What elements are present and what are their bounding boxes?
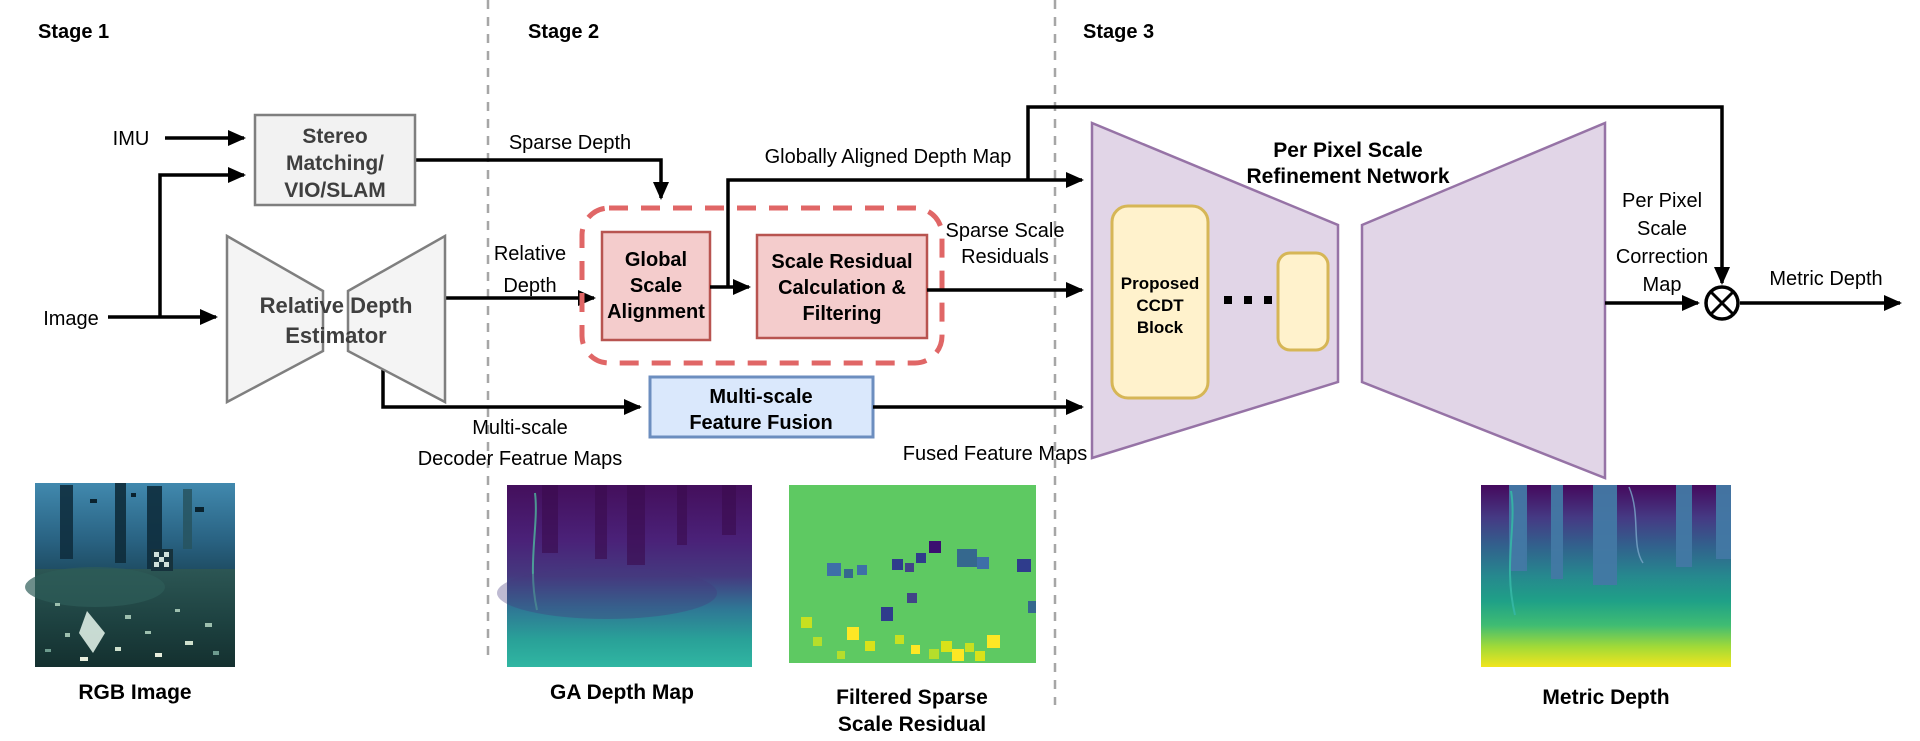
global-scale-line1: Global (625, 249, 687, 271)
relative-depth-label-line2: Depth (503, 275, 556, 297)
residual-caption-line1: Filtered Sparse (836, 686, 988, 709)
rgb-checker-cell (154, 562, 159, 567)
scale-residual-rect (755, 233, 929, 340)
feature-fusion-box: Multi-scale Feature Fusion (648, 375, 875, 439)
rgb-debris (195, 507, 204, 512)
network-title-line1: Per Pixel Scale (1273, 139, 1422, 162)
metric-rope-line (1508, 490, 1516, 616)
network-title-line2: Refinement Network (1246, 165, 1449, 188)
estimator-decoder-shape (346, 233, 447, 405)
stereo-box-line1: Stereo (302, 125, 367, 148)
metric-rope-line2 (1628, 486, 1644, 564)
ccdt-line2: CCDT (1136, 296, 1184, 315)
sparse-scale-residuals-line1: Sparse Scale (946, 220, 1065, 242)
multiply-x2 (1709, 290, 1735, 316)
metric-depth-flow-label: Metric Depth (1769, 268, 1882, 290)
rgb-debris (131, 493, 136, 497)
metric-pillars (1509, 485, 1731, 585)
decoder-maps-arrow (381, 370, 642, 415)
network-decoder-shape (1360, 121, 1607, 480)
imu-input-label: IMU (113, 128, 150, 150)
globally-aligned-label: Globally Aligned Depth Map (765, 146, 1012, 168)
ga-depth-map-arrow (726, 172, 1084, 287)
estimator-encoder-shape (225, 233, 325, 405)
stereo-box-line3: VIO/SLAM (284, 179, 386, 202)
ga-depth-caption: GA Depth Map (550, 681, 694, 704)
relative-depth-estimator: Relative Depth Estimator (225, 233, 447, 405)
ellipsis-dot (1264, 296, 1272, 304)
relative-depth-label-line1: Relative (494, 243, 566, 265)
refinement-network: Per Pixel Scale Refinement Network Propo… (1090, 121, 1607, 480)
rgb-mound (25, 567, 165, 607)
ga-depth-thumbnail (497, 485, 752, 667)
stage3-label: Stage 3 (1083, 21, 1154, 43)
sparse-scale-residuals-line2: Residuals (961, 246, 1049, 268)
correction-map-line4: Map (1643, 274, 1682, 296)
decoder-maps-label-line1: Multi-scale (472, 417, 568, 439)
scale-residual-line2: Calculation & (778, 277, 906, 299)
residual-thumbnail (789, 485, 1036, 663)
scale-residual-line1: Scale Residual (771, 251, 912, 273)
fusion-rect (648, 375, 875, 439)
stage2-label: Stage 2 (528, 21, 599, 43)
rgb-speckles (45, 603, 219, 661)
ellipsis-dot (1244, 296, 1252, 304)
scale-residual-line3: Filtering (803, 303, 882, 325)
rgb-checker-cell (154, 552, 159, 557)
residual-caption-line2: Scale Residual (838, 713, 986, 736)
ccdt-line3: Block (1137, 318, 1184, 337)
estimator-label-line1: Relative Depth (260, 293, 413, 318)
correction-map-line2: Scale (1637, 218, 1687, 240)
global-scale-line3: Alignment (607, 301, 705, 323)
sparse-depth-arrow (415, 158, 669, 200)
global-scale-line2: Scale (630, 275, 682, 297)
rgb-checker-cell (164, 562, 169, 567)
scale-residual-box: Scale Residual Calculation & Filtering (755, 233, 929, 340)
rgb-pillar (183, 489, 192, 549)
fusion-line2: Feature Fusion (689, 412, 832, 434)
rgb-pillar (60, 485, 73, 559)
fusion-line1: Multi-scale (709, 386, 812, 408)
rgb-pillar (115, 483, 126, 563)
decoder-maps-label-line2: Decoder Featrue Maps (418, 448, 623, 470)
image-input-label: Image (43, 308, 99, 330)
stage1-label: Stage 1 (38, 21, 109, 43)
ccdt-line1: Proposed (1121, 274, 1199, 293)
rgb-debris (90, 499, 97, 503)
fused-maps-label: Fused Feature Maps (903, 443, 1088, 465)
rgb-checker-cell (164, 552, 169, 557)
correction-map-line3: Correction (1616, 246, 1708, 268)
alignment-group-outline (579, 205, 945, 366)
ccdt-block (1110, 204, 1210, 400)
multiply-icon (1704, 285, 1740, 321)
rgb-bright-debris (79, 611, 105, 653)
global-scale-rect (600, 230, 712, 342)
ccdt-block-small (1276, 251, 1330, 352)
ga-mound (497, 567, 717, 619)
stereo-matching-box: Stereo Matching/ VIO/SLAM (253, 113, 417, 207)
metric-depth-thumbnail (1481, 485, 1731, 667)
correction-map-line1: Per Pixel (1622, 190, 1702, 212)
stereo-box-line2: Matching/ (286, 152, 384, 175)
metric-depth-caption: Metric Depth (1542, 686, 1669, 709)
estimator-label-line2: Estimator (285, 323, 387, 348)
stereo-box-rect (253, 113, 417, 207)
ga-pillars (542, 485, 736, 565)
rgb-image-thumbnail (25, 483, 235, 667)
ga-rope-line (531, 492, 538, 611)
residual-samples (801, 541, 1036, 661)
rgb-image-caption: RGB Image (78, 681, 191, 704)
ga-depth-to-multiply-line (1026, 105, 1730, 285)
sparse-depth-label: Sparse Depth (509, 132, 631, 154)
global-scale-alignment-box: Global Scale Alignment (600, 230, 712, 342)
ellipsis-dot (1224, 296, 1232, 304)
image-to-stereo-branch (158, 167, 246, 317)
rgb-checker-cell (159, 557, 164, 562)
